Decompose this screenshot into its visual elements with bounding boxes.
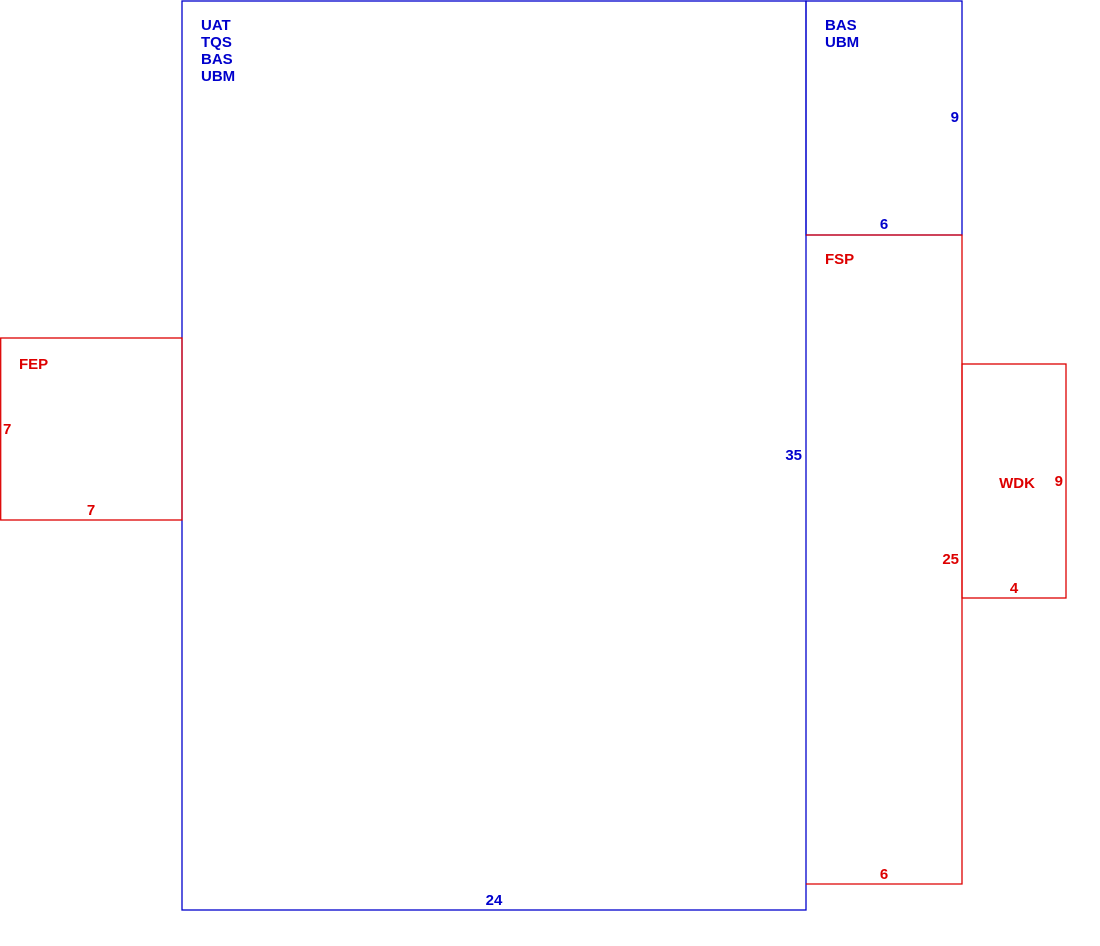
block-top-right-height-label: 9 [951, 109, 959, 126]
block-fsp-label: FSP [825, 251, 854, 268]
block-top-right: BAS UBM 9 6 [805, 0, 963, 236]
block-top-right-label-2: UBM [825, 34, 859, 51]
block-wdk-height-label: 9 [1055, 473, 1063, 490]
block-fep-width-label: 7 [87, 502, 95, 519]
block-wdk: WDK 9 4 [961, 363, 1067, 599]
block-top-right-label-1: BAS [825, 17, 857, 34]
block-fsp-height-label: 25 [942, 551, 959, 568]
block-main-label-1: UAT [201, 17, 231, 34]
block-main: UAT TQS BAS UBM 35 24 [181, 0, 807, 911]
block-fsp-outline [806, 234, 963, 885]
block-main-outline [181, 0, 807, 911]
block-wdk-label: WDK [999, 475, 1035, 492]
block-wdk-width-label: 4 [1010, 580, 1019, 597]
block-fep-height-label: 7 [3, 421, 11, 438]
block-fep: FEP 7 7 [0, 337, 183, 521]
block-top-right-width-label: 6 [880, 216, 888, 233]
block-main-height-label: 35 [785, 447, 802, 464]
block-wdk-outline [961, 363, 1067, 599]
block-main-label-4: UBM [201, 68, 235, 85]
block-main-label-3: BAS [201, 51, 233, 68]
block-main-width-label: 24 [486, 892, 503, 909]
block-main-label-2: TQS [201, 34, 232, 51]
block-fep-outline [0, 337, 183, 521]
block-fep-label: FEP [19, 356, 48, 373]
block-fsp-width-label: 6 [880, 866, 888, 883]
block-fsp: FSP 25 6 [806, 234, 963, 885]
